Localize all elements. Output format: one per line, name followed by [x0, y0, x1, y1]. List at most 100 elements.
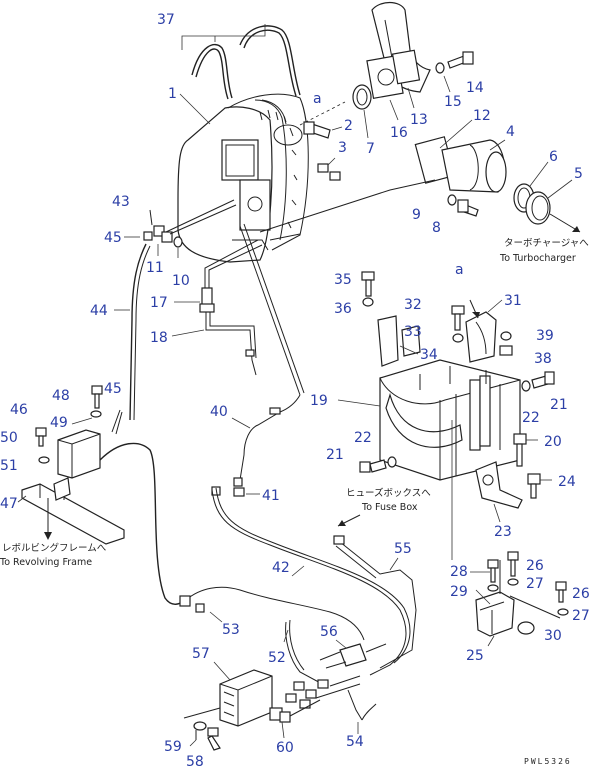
nut-38	[499, 331, 513, 356]
callout-27b: 27	[572, 608, 590, 624]
callout-37: 37	[157, 12, 175, 28]
muffler-1	[177, 93, 309, 263]
callout-46: 46	[10, 402, 28, 418]
callout-36: 36	[334, 301, 352, 317]
bolt-21b	[359, 456, 397, 473]
callout-44: 44	[90, 303, 108, 319]
callout-34: 34	[420, 347, 438, 363]
bolt-32	[451, 305, 465, 343]
callout-6: 6	[549, 149, 558, 165]
callout-39: 39	[536, 328, 554, 344]
controller-57	[213, 661, 273, 727]
callout-26a: 26	[526, 558, 544, 574]
callout-numbers: 37 1 a 2 3 7 16 13 15 14 12 4 6 5 9 8 43…	[0, 12, 590, 769]
pipe-18	[171, 312, 257, 376]
callout-31: 31	[504, 293, 522, 309]
callout-21b: 21	[326, 447, 344, 463]
callout-20: 20	[544, 434, 562, 450]
cable-55	[333, 535, 417, 669]
label-fuse-jp: ヒューズボックスへ	[346, 487, 431, 499]
callout-40: 40	[210, 404, 228, 420]
callout-4: 4	[506, 124, 515, 140]
callout-7: 7	[366, 141, 375, 157]
cable-52	[283, 619, 327, 687]
exhaust-pipe-13	[366, 1, 431, 100]
callout-50: 50	[0, 430, 18, 446]
bolt-14	[435, 51, 474, 93]
harness-42	[99, 442, 411, 676]
callout-54: 54	[346, 734, 364, 750]
clamp-5	[525, 179, 581, 233]
callout-1: 1	[168, 86, 177, 102]
callout-41: 41	[262, 488, 280, 504]
callout-32: 32	[404, 297, 422, 313]
callout-25: 25	[466, 648, 484, 664]
bolt-21a	[521, 371, 555, 392]
callout-30: 30	[544, 628, 562, 644]
gasket-7	[352, 84, 372, 139]
callout-13: 13	[410, 112, 428, 128]
cable-44	[114, 243, 151, 421]
callout-5: 5	[574, 166, 583, 182]
callout-22b: 22	[354, 430, 372, 446]
callout-55: 55	[394, 541, 412, 557]
callout-47: 47	[0, 496, 18, 512]
callout-a2: a	[455, 262, 464, 278]
level-sensor-box	[35, 385, 123, 479]
callout-9: 9	[412, 207, 421, 223]
callout-45a: 45	[104, 230, 122, 246]
callout-56: 56	[320, 624, 338, 640]
callout-15: 15	[444, 94, 462, 110]
bolt-2	[303, 121, 331, 139]
label-revolving-jp: レボルビングフレームへ	[2, 542, 107, 554]
callout-28: 28	[450, 564, 468, 580]
label-turbo-jp: ターボチャージャへ	[504, 238, 589, 249]
callout-33: 33	[404, 324, 422, 340]
drawing-code: PWL5326	[524, 757, 572, 766]
callout-59: 59	[164, 739, 182, 755]
callout-35: 35	[334, 272, 352, 288]
callout-49: 49	[50, 415, 68, 431]
callout-23: 23	[494, 524, 512, 540]
sensor-43	[124, 199, 237, 258]
hose-37	[191, 25, 301, 100]
callout-58: 58	[186, 754, 204, 769]
clip-34	[377, 315, 421, 367]
bolt-24	[527, 473, 552, 499]
clamp-31	[465, 299, 503, 363]
nut-3	[317, 157, 341, 181]
callout-51: 51	[0, 458, 18, 474]
callout-21a: 21	[550, 397, 568, 413]
label-fuse-en: To Fuse Box	[361, 502, 418, 513]
bolt-20	[513, 433, 538, 467]
callout-3: 3	[338, 140, 347, 156]
bolt-35	[361, 271, 375, 307]
connector-60	[269, 699, 321, 739]
connector-41	[211, 486, 260, 497]
callout-18: 18	[150, 330, 168, 346]
connector-cluster	[285, 675, 377, 734]
label-turbo-en: To Turbocharger	[499, 253, 576, 264]
leader-1	[179, 93, 211, 125]
callout-10: 10	[172, 273, 190, 289]
cable-40	[231, 223, 305, 487]
callout-27a: 27	[526, 576, 544, 592]
callout-16: 16	[390, 125, 408, 141]
callout-12: 12	[473, 108, 491, 124]
callout-22a: 22	[522, 410, 540, 426]
callout-19: 19	[310, 393, 328, 409]
callout-2: 2	[344, 118, 353, 134]
callout-43: 43	[112, 194, 130, 210]
callout-53: 53	[222, 622, 240, 638]
pipe-4	[414, 136, 507, 193]
callout-17: 17	[150, 295, 168, 311]
bracket-23	[475, 461, 523, 523]
callout-24: 24	[558, 474, 576, 490]
callout-48: 48	[52, 388, 70, 404]
callout-45b: 45	[104, 381, 122, 397]
bracket-19	[379, 359, 521, 481]
bolt-8	[447, 194, 479, 217]
bracket-47	[17, 477, 125, 545]
callout-52: 52	[268, 650, 286, 666]
